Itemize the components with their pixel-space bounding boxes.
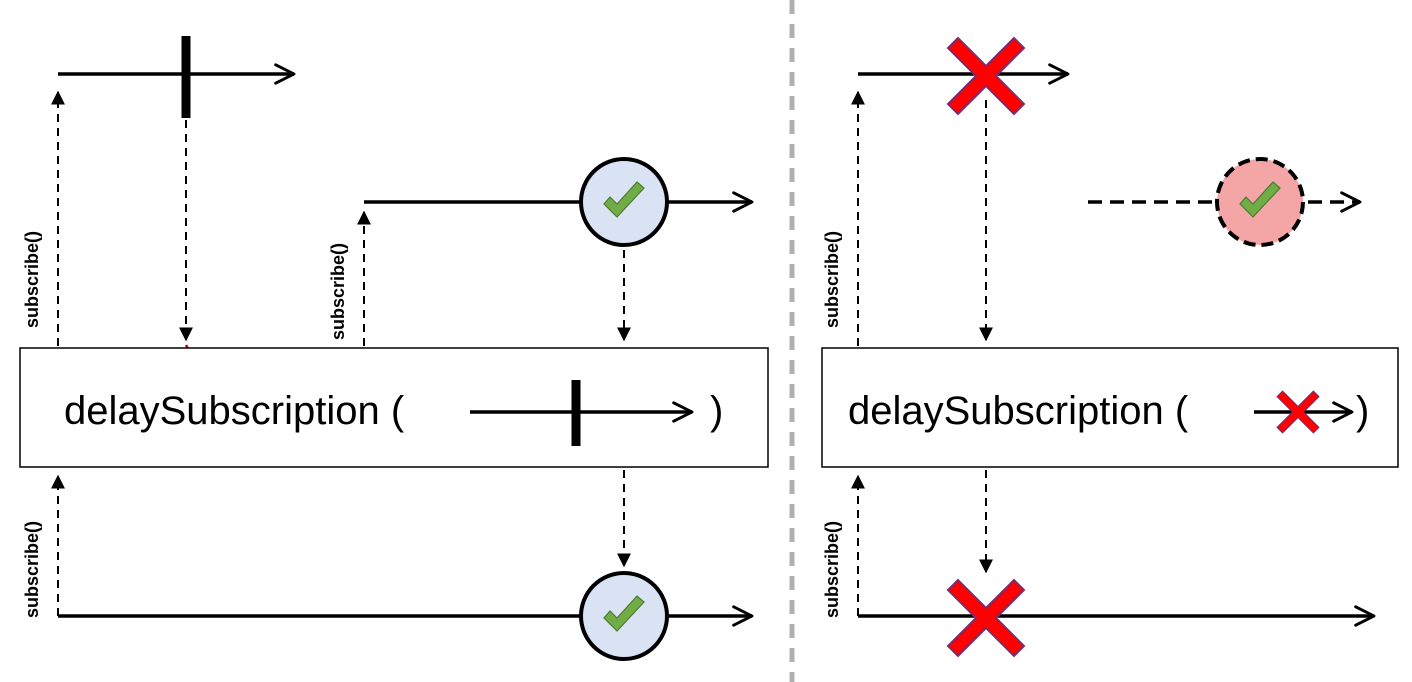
subscribe-label-delay-source-right: subscribe() bbox=[822, 231, 842, 328]
operator-close-paren-right: ) bbox=[1356, 389, 1369, 433]
operator-label: delaySubscription ( bbox=[64, 389, 405, 433]
operator-label-right: delaySubscription ( bbox=[848, 389, 1189, 433]
value-item-unemitted bbox=[1215, 157, 1305, 247]
value-item-source bbox=[579, 157, 669, 247]
operator-box bbox=[19, 347, 769, 468]
subscribe-label-operator-right: subscribe() bbox=[822, 521, 842, 618]
left-panel: subscribe() subscribe() delaySubscriptio… bbox=[19, 36, 769, 661]
right-panel: subscribe() delaySubscription ( ) subscr… bbox=[821, 37, 1399, 657]
value-item-output bbox=[579, 571, 669, 661]
subscribe-label-delay-source: subscribe() bbox=[22, 231, 42, 328]
cross-icon bbox=[947, 579, 1025, 657]
subscribe-label-operator: subscribe() bbox=[22, 521, 42, 618]
subscribe-label-main-source: subscribe() bbox=[328, 243, 348, 340]
operator-close-paren: ) bbox=[710, 389, 723, 433]
